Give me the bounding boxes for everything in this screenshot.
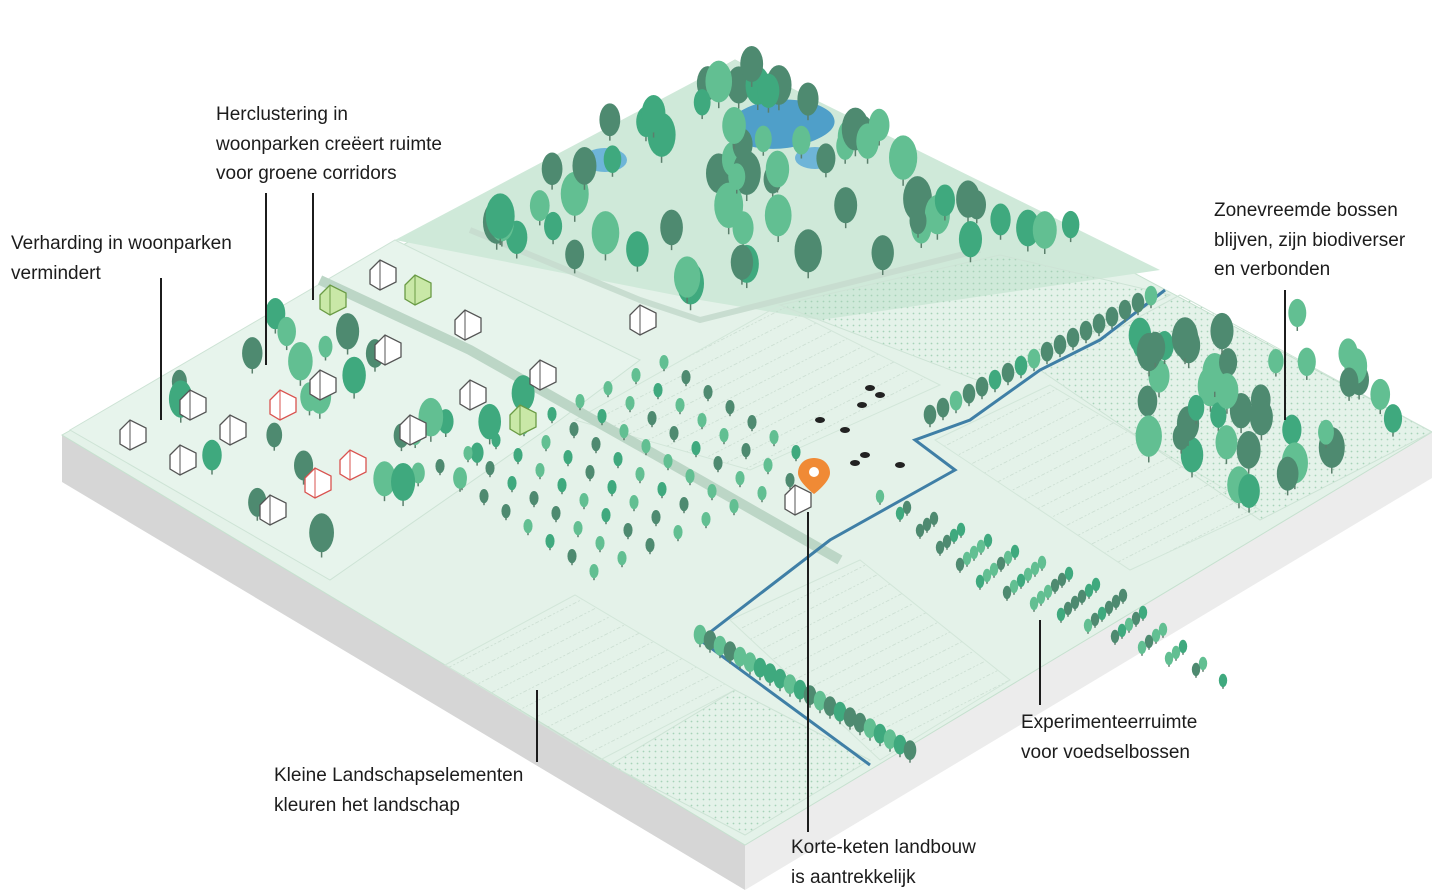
callout-line: Zonevreemde bossen bbox=[1214, 196, 1405, 226]
callout-landschap: Kleine Landschapselementen kleuren het l… bbox=[274, 761, 523, 820]
callout-line: voor groene corridors bbox=[216, 159, 442, 189]
callout-line: Experimenteerruimte bbox=[1021, 708, 1197, 738]
tree-icon bbox=[1219, 674, 1227, 689]
cow-icon bbox=[840, 427, 850, 433]
callout-korteketen: Korte-keten landbouw is aantrekkelijk bbox=[791, 833, 976, 892]
tree-icon bbox=[1192, 663, 1200, 678]
cow-icon bbox=[857, 402, 867, 408]
cow-icon bbox=[865, 385, 875, 391]
callout-line: kleuren het landschap bbox=[274, 791, 523, 821]
callout-line: vermindert bbox=[11, 259, 232, 289]
cow-icon bbox=[815, 417, 825, 423]
callout-line: Verharding in woonparken bbox=[11, 229, 232, 259]
callout-verharding: Verharding in woonparken vermindert bbox=[11, 229, 232, 288]
cow-icon bbox=[850, 460, 860, 466]
cow-icon bbox=[875, 392, 885, 398]
callout-line: Kleine Landschapselementen bbox=[274, 761, 523, 791]
tree-icon bbox=[1288, 299, 1306, 331]
callout-zonevreemde: Zonevreemde bossen blijven, zijn biodive… bbox=[1214, 196, 1405, 285]
cow-icon bbox=[895, 462, 905, 468]
tree-icon bbox=[1165, 652, 1173, 667]
callout-herclustering: Herclustering in woonparken creëert ruim… bbox=[216, 100, 442, 189]
cow-icon bbox=[860, 452, 870, 458]
callout-line: woonparken creëert ruimte bbox=[216, 130, 442, 160]
callout-experimenteer: Experimenteerruimte voor voedselbossen bbox=[1021, 708, 1197, 767]
callout-line: is aantrekkelijk bbox=[791, 863, 976, 892]
callout-line: en verbonden bbox=[1214, 255, 1405, 285]
callout-line: Herclustering in bbox=[216, 100, 442, 130]
callout-line: blijven, zijn biodiverser bbox=[1214, 226, 1405, 256]
callout-line: voor voedselbossen bbox=[1021, 738, 1197, 768]
callout-line: Korte-keten landbouw bbox=[791, 833, 976, 863]
